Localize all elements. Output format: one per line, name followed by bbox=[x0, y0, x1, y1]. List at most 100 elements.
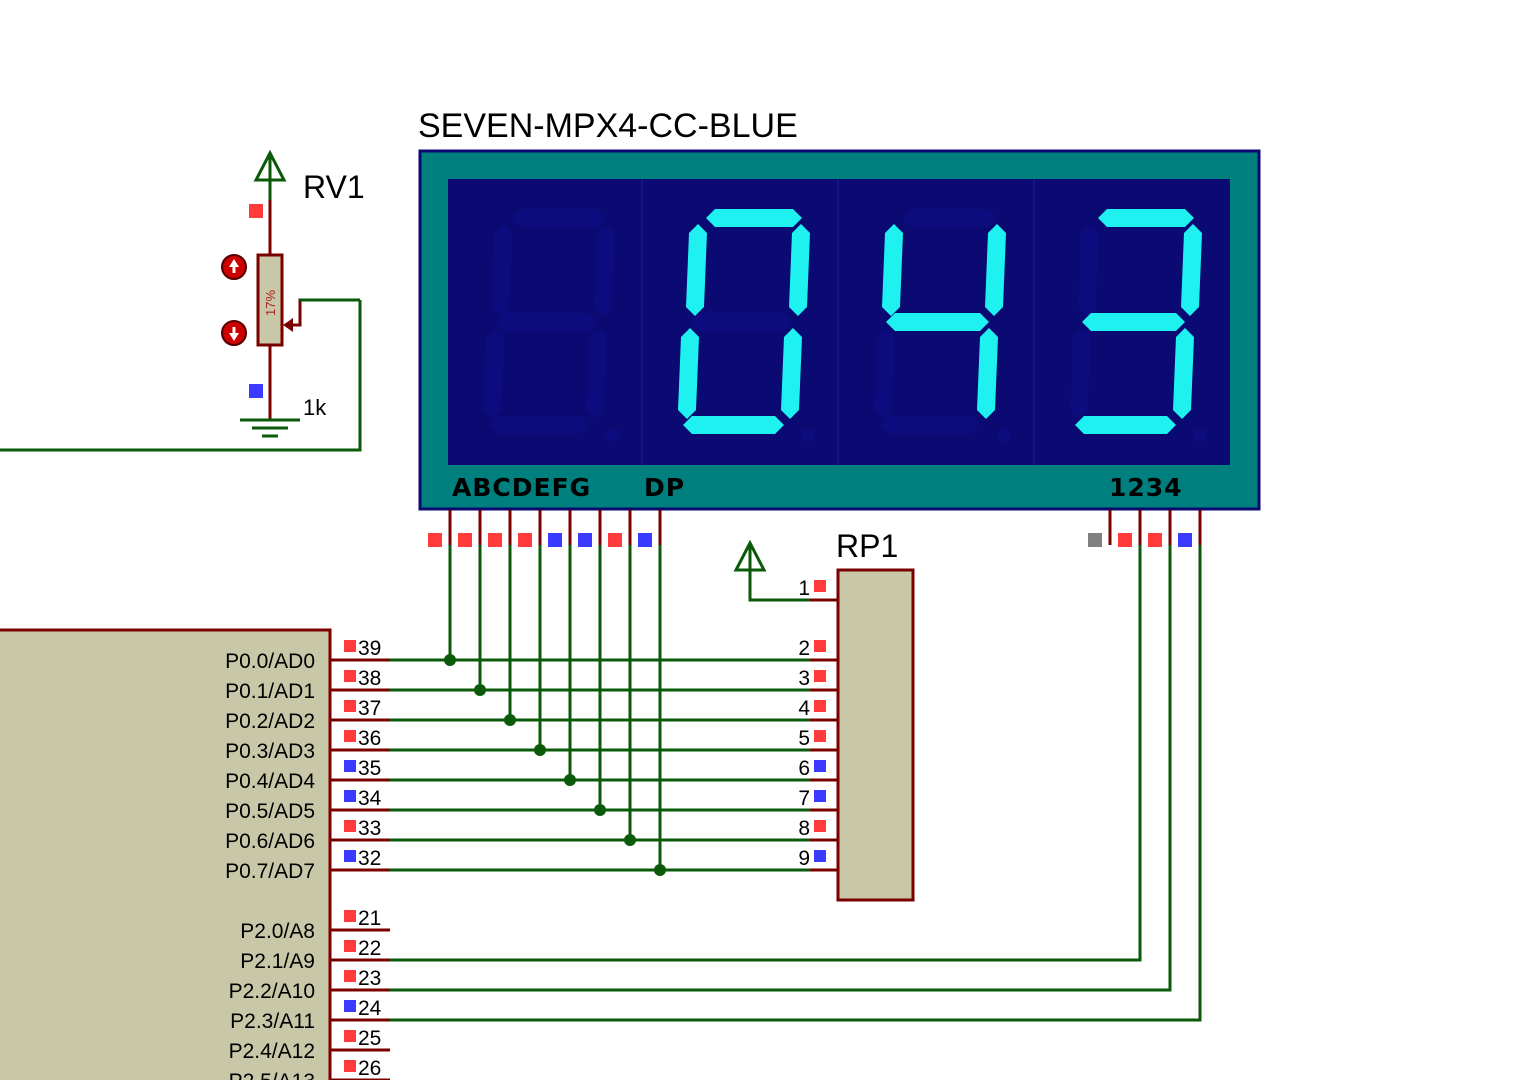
digit-1 bbox=[483, 209, 620, 442]
segment-f bbox=[1078, 224, 1099, 316]
digit-2 bbox=[641, 180, 815, 465]
mcu-pin-number: 39 bbox=[358, 637, 381, 660]
rv1-value: 1k bbox=[303, 395, 327, 420]
segment-c bbox=[977, 328, 998, 419]
decimal-point bbox=[606, 428, 620, 442]
junction-dot bbox=[594, 804, 606, 816]
mcu-pin-label: P2.0/A8 bbox=[240, 920, 315, 943]
pin-state-icon bbox=[814, 850, 826, 862]
pin-state-icon bbox=[344, 1060, 356, 1072]
mcu-pin-label: P0.1/AD1 bbox=[225, 680, 315, 703]
mcu-pin-label: P2.3/A11 bbox=[230, 1010, 315, 1033]
pin-state-icon bbox=[488, 533, 502, 547]
pin-state-icon bbox=[344, 670, 356, 682]
seven-segment-display[interactable]: SEVEN-MPX4-CC-BLUE ABCDEFG DP 1234 bbox=[418, 107, 1261, 511]
pin-state-icon bbox=[344, 760, 356, 772]
segment-d bbox=[1075, 416, 1176, 434]
pin-state-icon bbox=[814, 700, 826, 712]
pin-state-icon bbox=[638, 533, 652, 547]
rp1-pin-number: 9 bbox=[798, 847, 810, 870]
pin-state-icon bbox=[814, 670, 826, 682]
mcu-pin-number: 21 bbox=[358, 907, 381, 930]
pin-state-icon bbox=[814, 760, 826, 772]
pin-state-icon bbox=[578, 533, 592, 547]
segment-a bbox=[706, 209, 802, 227]
rp1-body bbox=[836, 568, 915, 902]
pin-state-icon bbox=[428, 533, 442, 547]
segment-f bbox=[882, 224, 903, 316]
display-pins bbox=[428, 510, 1202, 547]
mcu-pin-label: P2.2/A10 bbox=[229, 980, 315, 1003]
segment-c bbox=[586, 328, 607, 419]
segment-d bbox=[488, 416, 589, 434]
pin-state-icon bbox=[344, 730, 356, 742]
pin-state-icon bbox=[344, 790, 356, 802]
pin-state-icon bbox=[344, 940, 356, 952]
mcu-pin-label: P2.4/A12 bbox=[229, 1040, 315, 1063]
decimal-point bbox=[801, 428, 815, 442]
segment-e bbox=[874, 328, 895, 419]
segment-labels: ABCDEFG bbox=[452, 473, 591, 502]
segment-b bbox=[1181, 224, 1202, 316]
mcu-pin-label: P0.7/AD7 bbox=[225, 860, 315, 883]
pin-state-icon bbox=[344, 1030, 356, 1042]
mcu-pin-label: P0.2/AD2 bbox=[225, 710, 315, 733]
segment-b bbox=[789, 224, 810, 316]
segment-g bbox=[495, 313, 598, 331]
junction-dot bbox=[534, 744, 546, 756]
junction-dot bbox=[624, 834, 636, 846]
rp1-pin-number: 2 bbox=[798, 637, 810, 660]
rp1-ref: RP1 bbox=[836, 528, 898, 564]
pin-state-low-icon bbox=[249, 384, 263, 398]
pin-state-icon bbox=[548, 533, 562, 547]
pin-state-icon bbox=[1088, 533, 1102, 547]
wiper-wire bbox=[0, 300, 362, 452]
dp-label: DP bbox=[644, 473, 685, 502]
pot-wiper-value: 17% bbox=[263, 290, 278, 316]
mcu-pin-number: 35 bbox=[358, 757, 381, 780]
pin-state-icon bbox=[458, 533, 472, 547]
junction-dot bbox=[444, 654, 456, 666]
decimal-point bbox=[997, 428, 1011, 442]
pin-state-icon bbox=[344, 1000, 356, 1012]
display-digits bbox=[483, 180, 1207, 465]
segment-d bbox=[683, 416, 784, 434]
pin-state-icon bbox=[1118, 533, 1132, 547]
arrow-down-icon[interactable] bbox=[221, 320, 247, 346]
mcu-pin-number: 33 bbox=[358, 817, 381, 840]
mcu-pin-number: 36 bbox=[358, 727, 381, 750]
potentiometer-rv1[interactable]: RV1 17% 1k bbox=[0, 149, 365, 452]
pin-state-icon bbox=[814, 820, 826, 832]
decimal-point bbox=[1193, 428, 1207, 442]
rp1-pin-number: 6 bbox=[798, 757, 810, 780]
microcontroller[interactable]: 39P0.0/AD038P0.1/AD137P0.2/AD236P0.3/AD3… bbox=[0, 628, 390, 1080]
segment-e bbox=[1070, 328, 1091, 419]
segment-b bbox=[594, 224, 615, 316]
segment-b bbox=[985, 224, 1006, 316]
pin-state-high-icon bbox=[249, 204, 263, 218]
mcu-body bbox=[0, 628, 332, 1080]
segment-g bbox=[886, 313, 989, 331]
pin-state-icon bbox=[814, 640, 826, 652]
digit-4 bbox=[1033, 180, 1207, 465]
segment-g bbox=[690, 313, 793, 331]
rp1-pin-number: 5 bbox=[798, 727, 810, 750]
segment-c bbox=[1173, 328, 1194, 419]
mcu-pin-number: 22 bbox=[358, 937, 381, 960]
mcu-pin-number: 25 bbox=[358, 1027, 381, 1050]
digit-labels: 1234 bbox=[1109, 473, 1183, 502]
mcu-pin-number: 34 bbox=[358, 787, 382, 810]
arrow-up-icon[interactable] bbox=[221, 254, 247, 280]
wires bbox=[390, 540, 1202, 1022]
pin-state-icon bbox=[344, 640, 356, 652]
pin-state-icon bbox=[1178, 533, 1192, 547]
mcu-pins: 39P0.0/AD038P0.1/AD137P0.2/AD236P0.3/AD3… bbox=[225, 637, 390, 1080]
junction-dot bbox=[474, 684, 486, 696]
digit-3 bbox=[837, 180, 1011, 465]
rp1-pin-number: 8 bbox=[798, 817, 810, 840]
junction-dot bbox=[564, 774, 576, 786]
rp1-pin-number: 3 bbox=[798, 667, 810, 690]
pin-state-icon bbox=[344, 910, 356, 922]
